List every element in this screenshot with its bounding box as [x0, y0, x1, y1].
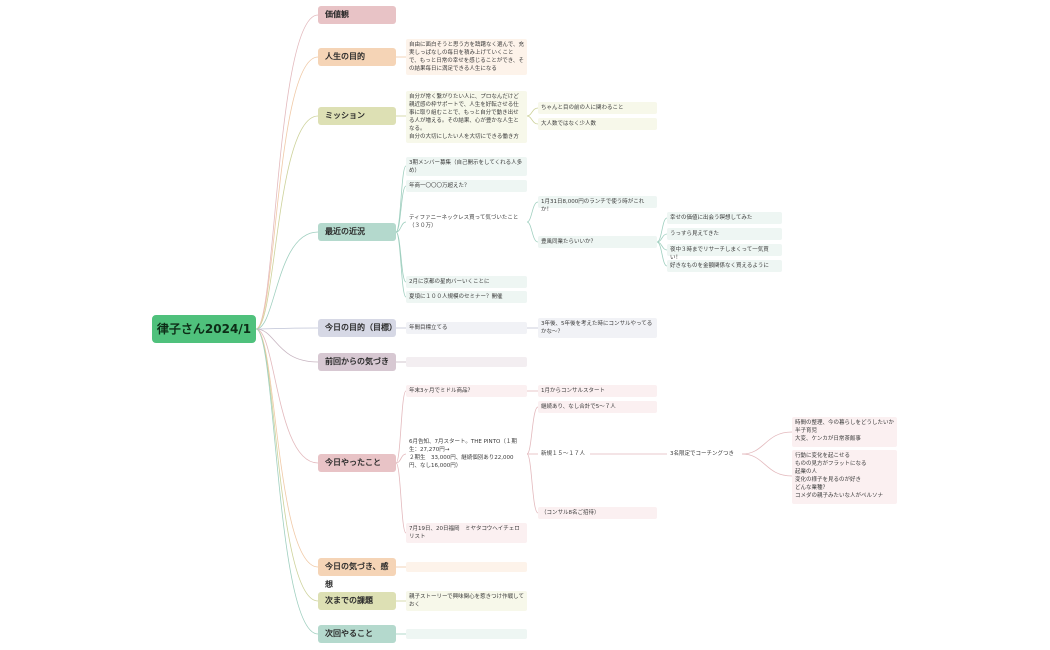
- link-mission: [255, 115, 319, 330]
- leaf-recent-5[interactable]: 夏頃に１００人規模のセミナー？開催: [406, 291, 527, 303]
- branch-recent[interactable]: 最近の近況: [318, 223, 396, 241]
- link-did-3: [395, 462, 407, 534]
- branch-today-impression[interactable]: 今日の気づき、感想: [318, 558, 396, 589]
- branch-today-did[interactable]: 今日やったこと: [318, 454, 396, 472]
- leaf-did-2a[interactable]: 継続あり、なし合計で5～７人: [538, 401, 657, 413]
- leaf-did-3[interactable]: 7月19日、20日福岡 ミヤタコウヘイチェロリスト: [406, 523, 527, 543]
- root-topic[interactable]: 律子さん2024/1: [152, 315, 256, 343]
- branch-next-task[interactable]: 次までの課題: [318, 592, 396, 610]
- leaf-did-2b1b[interactable]: 行動に変化を起こせる ものの見方がフラットになる 起業の人 変化の様子を見るのが…: [792, 450, 897, 504]
- link-recent: [255, 231, 319, 330]
- leaf-did-2b1[interactable]: 3名限定でコーチングつき: [667, 448, 742, 460]
- link-today-impression: [255, 328, 319, 568]
- leaf-recent-1[interactable]: 3期メンバー募集（自己開示をしてくれる人多め）: [406, 157, 527, 176]
- leaf-recent-3b1[interactable]: 幸せの価値に出会う瞑想してみた: [667, 212, 782, 224]
- link-did-2: [395, 453, 407, 464]
- link-recent-5: [395, 231, 407, 298]
- branch-values[interactable]: 価値観: [318, 6, 396, 24]
- leaf-recent-3a[interactable]: 1月31日8,000円のランチで使う時がこれか！: [538, 196, 657, 213]
- leaf-recent-4[interactable]: 2月に京都の星肉バーいくことに: [406, 276, 527, 288]
- leaf-did-2c[interactable]: （コンサル8名ご招待）: [538, 507, 657, 519]
- leaf-today-goal-1a[interactable]: 3年後、5年後を考えた時にコンサルやってるかな～？: [538, 318, 657, 338]
- leaf-recent-3b3[interactable]: 夜中３時までリサーチしまくって一気買い！: [667, 244, 782, 261]
- branch-next-do[interactable]: 次回やること: [318, 625, 396, 643]
- link-recent-3: [395, 221, 407, 233]
- branch-today-goal[interactable]: 今日の目的（目標）: [318, 319, 397, 337]
- leaf-did-1[interactable]: 年末3ヶ月でミドル商品？: [406, 385, 527, 397]
- link-today-goal: [255, 327, 319, 330]
- leaf-life-goal-1[interactable]: 自由に面白そうと思う方を躊躇なく選んで、充実しっぱなしの毎日を積み上げていくこと…: [406, 39, 527, 75]
- branch-life-goal[interactable]: 人生の目的: [318, 48, 396, 66]
- leaf-next-do-empty[interactable]: [406, 629, 527, 639]
- leaf-impression-empty[interactable]: [406, 562, 527, 572]
- link-recent-3b4: [656, 241, 668, 267]
- link-recent-3b2: [656, 233, 668, 243]
- leaf-did-2b1a[interactable]: 時間の整理、今の暮らしをどうしたいか 半子育児 大変、ケンカが日常茶飯事: [792, 417, 897, 447]
- link-next-task: [255, 328, 319, 602]
- link-did-2b1b: [741, 453, 793, 477]
- link-life-goal: [255, 56, 319, 330]
- link-today-did: [255, 328, 319, 464]
- leaf-recent-3[interactable]: ティファニーネックレス買って気づいたこと（３０万）: [406, 212, 527, 232]
- leaf-prev-notice-empty[interactable]: [406, 357, 527, 367]
- leaf-mission-1a[interactable]: ちゃんと目の前の人に関わること: [538, 102, 657, 114]
- leaf-mission-1[interactable]: 自分が常く繋がりたい人に、プロなんだけど親近感の枠サポートで、人生を好転させる仕…: [406, 91, 527, 143]
- leaf-today-goal-1[interactable]: 年間目標立てる: [406, 322, 527, 334]
- leaf-recent-3b[interactable]: 豊風同業たらいいか？: [538, 236, 657, 248]
- link-recent-3a: [526, 201, 539, 223]
- link-mission-1a: [526, 107, 539, 117]
- leaf-next-task-1[interactable]: 親子ストーリーで興味関心を惹きつけ作戦しておく: [406, 591, 527, 611]
- leaf-mission-1b[interactable]: 大人数ではなく少人数: [538, 118, 657, 130]
- leaf-did-1a[interactable]: 1月からコンサルスタート: [538, 385, 657, 397]
- link-did-2c: [526, 453, 539, 514]
- link-did-2b1a: [741, 431, 793, 455]
- link-recent-2: [395, 185, 407, 233]
- leaf-recent-2[interactable]: 年商一〇〇〇万超えた？: [406, 180, 527, 192]
- branch-mission[interactable]: ミッション: [318, 107, 396, 125]
- link-prev-notice: [255, 328, 319, 363]
- link-did-1: [395, 390, 407, 464]
- leaf-did-2b[interactable]: 新規１５～１７人: [538, 448, 590, 460]
- leaf-did-2[interactable]: 6月告知、7月スタート。THE PINTO（１期生：27,270円→ ２期生 3…: [406, 436, 527, 472]
- link-recent-3b: [526, 221, 539, 243]
- link-mission-1b: [526, 115, 539, 125]
- link-recent-4: [395, 231, 407, 283]
- link-did-2a: [526, 406, 539, 455]
- leaf-recent-3b2[interactable]: うっすら見えてきた: [667, 228, 782, 240]
- branch-prev-notice[interactable]: 前回からの気づき: [318, 353, 396, 371]
- link-next-do: [255, 328, 319, 635]
- link-recent-3b1: [656, 217, 668, 243]
- leaf-recent-3b4[interactable]: 好きなものを金額関係なく買えるように: [667, 260, 782, 272]
- link-values: [255, 14, 319, 330]
